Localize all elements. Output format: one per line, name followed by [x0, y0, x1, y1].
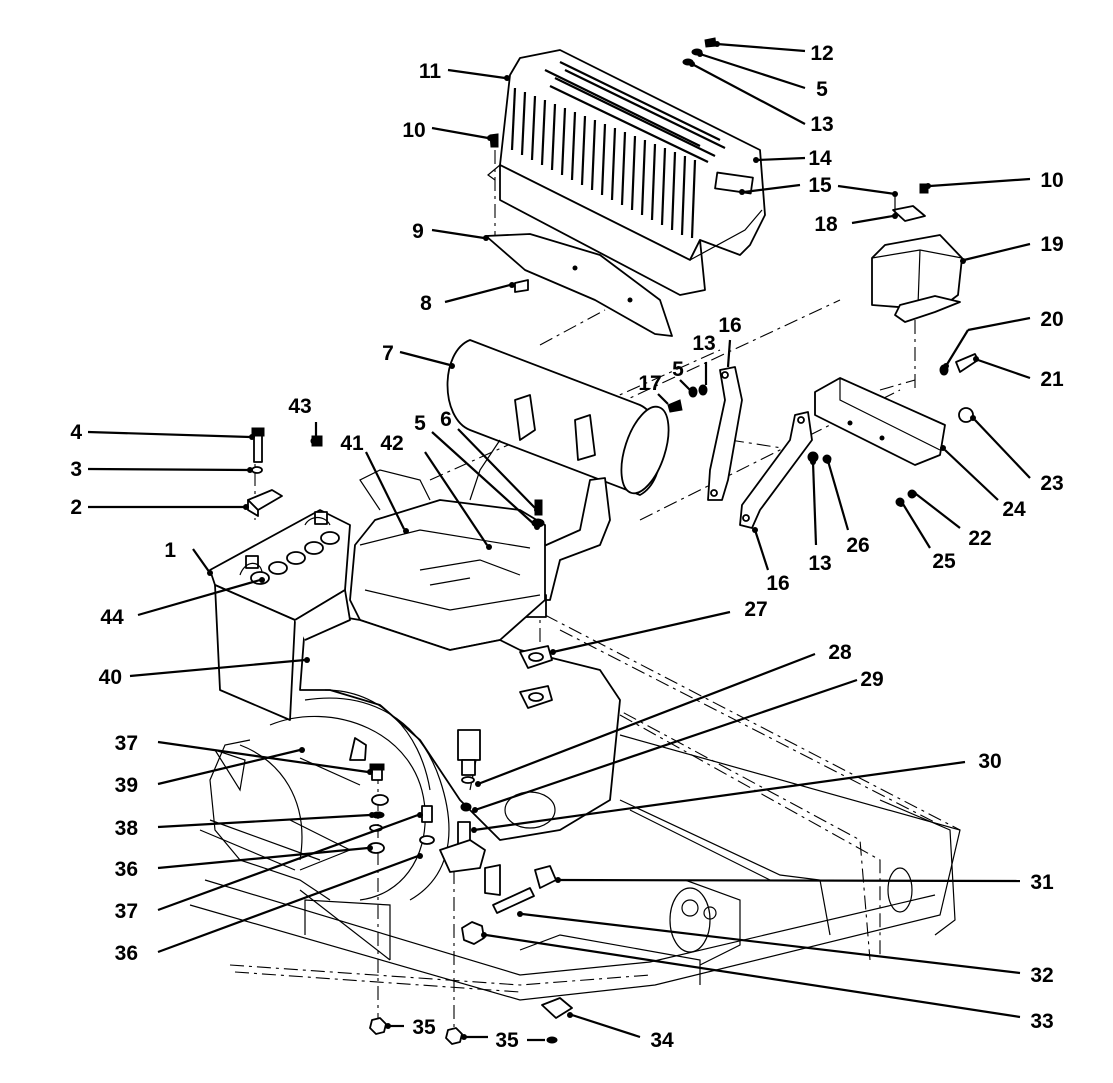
- callout-13-mid: 13: [692, 332, 715, 355]
- callout-13-top: 13: [810, 113, 833, 136]
- muffler-bracket: [485, 233, 673, 337]
- callout-15: 15: [808, 174, 832, 197]
- callout-9: 9: [412, 220, 424, 243]
- callout-30: 30: [978, 750, 1001, 773]
- engine-block: [209, 614, 621, 901]
- callout-26: 26: [846, 534, 869, 557]
- callout-38: 38: [115, 817, 139, 840]
- battery: [209, 509, 351, 721]
- callout-5-mid: 5: [672, 358, 684, 381]
- callout-36-lower: 36: [115, 942, 138, 965]
- muffler: [446, 339, 670, 618]
- callout-25: 25: [932, 550, 956, 573]
- callout-8: 8: [420, 292, 432, 315]
- callout-20: 20: [1040, 308, 1063, 331]
- engine-top-housing: [349, 469, 546, 651]
- callout-22: 22: [968, 527, 991, 550]
- callout-35-right: 35: [495, 1029, 519, 1052]
- callout-17: 17: [638, 372, 661, 395]
- callout-13-low: 13: [808, 552, 831, 575]
- callout-36-upper: 36: [115, 858, 138, 881]
- leader-lines: [87, 41, 1031, 1042]
- callout-40: 40: [99, 666, 122, 689]
- mounting-bar-and-struts: [707, 366, 946, 529]
- callout-10-right: 10: [1040, 169, 1063, 192]
- callout-labels: 1 2 3 4 5 5 5 6 7 8 9 10 10 11 12 13 13 …: [70, 42, 1064, 1052]
- callout-16-low: 16: [766, 572, 789, 595]
- callout-24: 24: [1002, 498, 1026, 521]
- callout-31: 31: [1030, 871, 1054, 894]
- callout-7: 7: [382, 342, 394, 365]
- callout-4: 4: [70, 421, 82, 444]
- callout-12: 12: [810, 42, 833, 65]
- callout-18: 18: [814, 213, 838, 236]
- callout-42: 42: [380, 432, 403, 455]
- callout-43: 43: [288, 395, 311, 418]
- engine-shroud-cover: [487, 49, 766, 296]
- callout-14: 14: [808, 147, 832, 170]
- callout-41: 41: [340, 432, 364, 455]
- callout-16-top: 16: [718, 314, 741, 337]
- shroud-grill-slots: [510, 61, 726, 239]
- callout-35-left: 35: [412, 1016, 436, 1039]
- callout-21: 21: [1040, 368, 1064, 391]
- callout-34: 34: [650, 1029, 674, 1052]
- callout-28: 28: [828, 641, 852, 664]
- callout-2: 2: [70, 496, 82, 519]
- callout-44: 44: [100, 606, 124, 629]
- callout-1: 1: [164, 539, 176, 562]
- callout-19: 19: [1040, 233, 1063, 256]
- callout-27: 27: [744, 598, 767, 621]
- callout-6: 6: [440, 408, 452, 431]
- callout-23: 23: [1040, 472, 1063, 495]
- callout-29: 29: [860, 668, 883, 691]
- callout-37-lower: 37: [115, 900, 138, 923]
- callout-5-left: 5: [414, 412, 426, 435]
- callout-11: 11: [419, 60, 442, 83]
- callout-37-upper: 37: [115, 732, 138, 755]
- callout-10-left: 10: [402, 119, 425, 142]
- callout-39: 39: [115, 774, 138, 797]
- solenoid-cover: [871, 205, 963, 323]
- callout-5-top: 5: [816, 78, 828, 101]
- callout-32: 32: [1030, 964, 1053, 987]
- callout-3: 3: [70, 458, 82, 481]
- callout-33: 33: [1030, 1010, 1053, 1033]
